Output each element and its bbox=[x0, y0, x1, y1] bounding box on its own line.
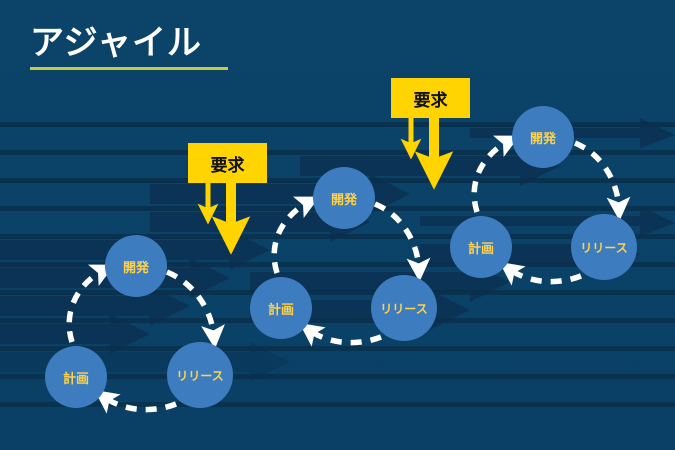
cycle-2-node-release-label: リリース bbox=[380, 301, 428, 316]
cycle-3-node-release[interactable]: リリース bbox=[571, 214, 637, 280]
cycle-1-node-plan-label: 計画 bbox=[62, 371, 89, 387]
cycle-1-arc-release-to-plan bbox=[94, 390, 177, 414]
page-title-text: アジャイル bbox=[30, 23, 202, 63]
req-1-arrows bbox=[197, 183, 251, 255]
cycle-2-node-release[interactable]: リリース bbox=[371, 275, 437, 341]
cycle-1-arc-plan-to-develop bbox=[66, 264, 115, 343]
cycle-2-arc-release-to-plan bbox=[299, 323, 382, 347]
page-title: アジャイル bbox=[30, 22, 228, 70]
cycle-1-node-release[interactable]: リリース bbox=[167, 342, 233, 408]
cycle-2-node-develop-label: 開発 bbox=[330, 192, 357, 208]
cycle-3-arc-develop-to-release bbox=[573, 140, 631, 221]
cycle-2-arrows bbox=[271, 196, 431, 347]
cycle-3-node-plan[interactable]: 計画 bbox=[450, 216, 512, 278]
cycle-3-node-develop-label: 開発 bbox=[529, 131, 556, 147]
title-underline bbox=[30, 67, 228, 70]
req-2-box[interactable]: 要求 bbox=[391, 78, 470, 118]
cycle-3-arc-plan-to-develop bbox=[471, 135, 520, 213]
cycle-3-arc-release-to-plan bbox=[499, 262, 582, 286]
cycle-3-node-develop[interactable]: 開発 bbox=[512, 106, 574, 168]
cycle-2-arc-plan-to-develop bbox=[271, 196, 320, 274]
cycle-2-arc-develop-to-release bbox=[373, 201, 431, 282]
cycle-3-node-release-label: リリース bbox=[580, 240, 628, 255]
req-1-box[interactable]: 要求 bbox=[188, 143, 267, 183]
cycle-1-arc-develop-to-release bbox=[165, 269, 225, 349]
cycle-2-node-plan[interactable]: 計画 bbox=[250, 277, 312, 339]
cycle-2-node-plan-label: 計画 bbox=[267, 302, 294, 318]
req-2-arrows bbox=[400, 118, 454, 190]
cycle-3-arrows bbox=[471, 135, 631, 286]
req-2-label: 要求 bbox=[413, 90, 448, 111]
cycle-1-arrows bbox=[66, 264, 225, 414]
cycle-3-node-plan-label: 計画 bbox=[467, 241, 494, 257]
cycle-1-node-plan[interactable]: 計画 bbox=[45, 346, 107, 408]
req-1-label: 要求 bbox=[210, 155, 245, 176]
cycle-1-node-release-label: リリース bbox=[176, 368, 224, 383]
cycle-1-node-develop[interactable]: 開発 bbox=[105, 235, 167, 297]
cycle-1-node-develop-label: 開発 bbox=[122, 260, 149, 276]
cycle-2-node-develop[interactable]: 開発 bbox=[313, 167, 375, 229]
